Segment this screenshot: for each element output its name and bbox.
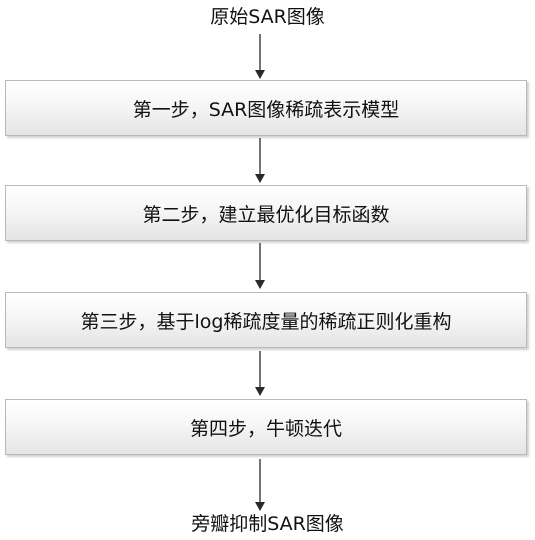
step-label-2: 第二步，建立最优化目标函数 [142,203,390,226]
step-box-1: 第一步，SAR图像稀疏表示模型 [5,80,527,136]
step-box-2: 第二步，建立最优化目标函数 [5,185,527,241]
step-box-3: 第三步，基于log稀疏度量的稀疏正则化重构 [5,292,527,348]
end-label: 旁瓣抑制SAR图像 [191,513,344,535]
step-label-4: 第四步，牛顿迭代 [189,417,342,440]
step-box-4: 第四步，牛顿迭代 [5,399,527,455]
step-label-3: 第三步，基于log稀疏度量的稀疏正则化重构 [80,310,452,333]
step-label-1: 第一步，SAR图像稀疏表示模型 [132,98,400,121]
start-label: 原始SAR图像 [210,6,325,28]
